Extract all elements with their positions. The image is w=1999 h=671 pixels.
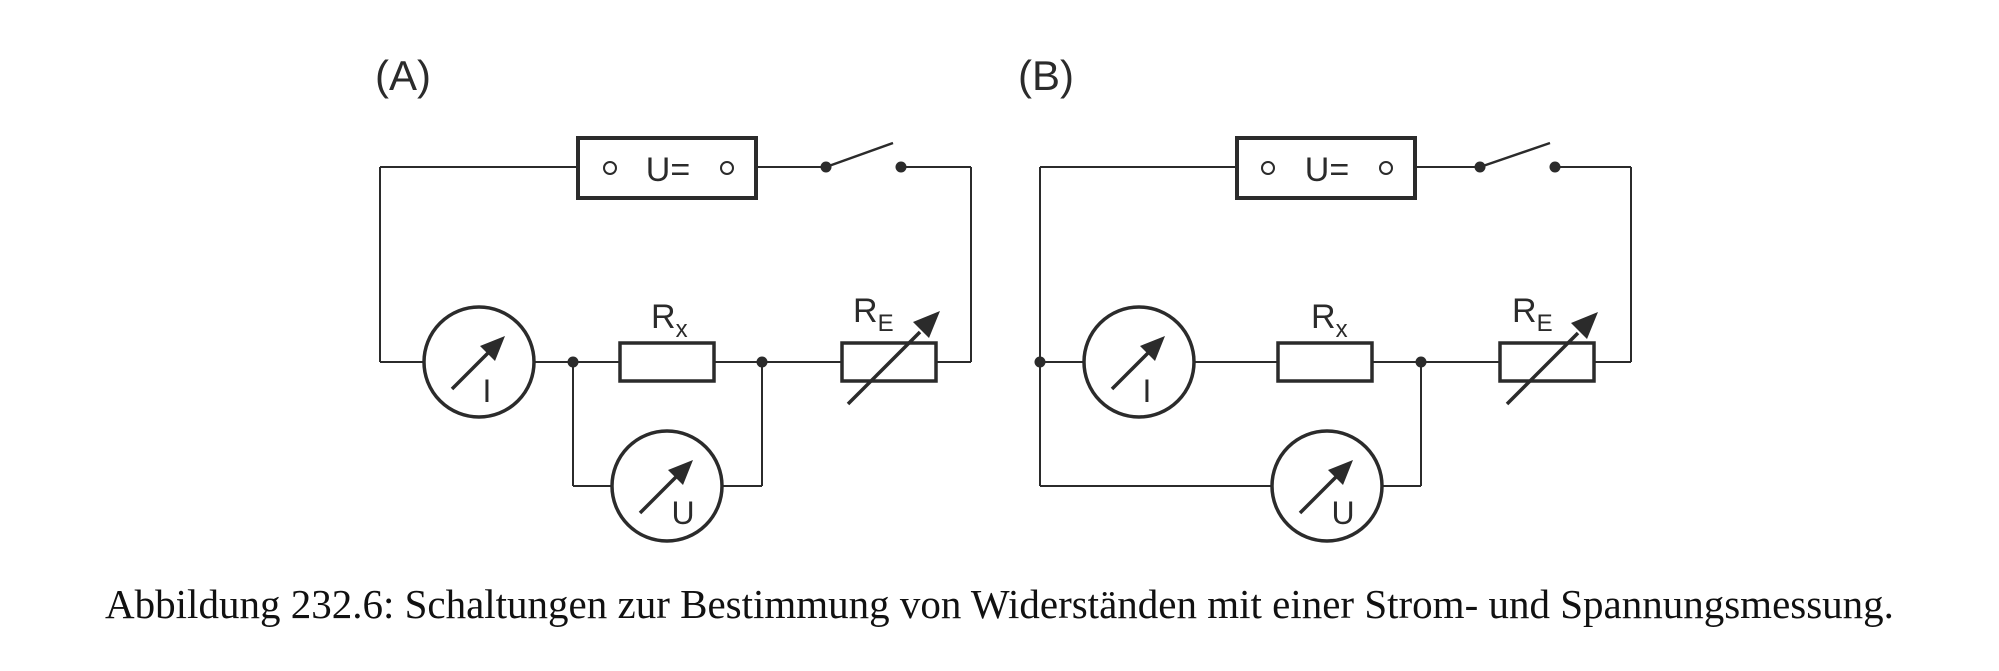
ammeter-b: I	[1082, 305, 1196, 419]
adjust-arrow-icon	[1571, 312, 1598, 339]
voltage-source-a: U=	[576, 136, 758, 200]
wires-a	[379, 166, 972, 487]
resistor-label-a: Rx	[651, 298, 688, 343]
junction-dot	[1415, 356, 1427, 368]
resistor-label-b: Rx	[1311, 298, 1348, 343]
junction-dot	[756, 356, 768, 368]
rheostat-label-b: RE	[1512, 292, 1553, 337]
ammeter-letter-a: I	[483, 373, 492, 409]
adjust-arrow-icon	[913, 311, 940, 338]
needle-arrow-icon	[1140, 336, 1165, 361]
needle-arrow-icon	[1328, 460, 1353, 485]
wires-b	[1039, 166, 1632, 487]
switch-b	[1474, 141, 1561, 173]
figure-caption: Abbildung 232.6: Schaltungen zur Bestimm…	[105, 581, 1894, 627]
resistor-rx-a: Rx	[618, 298, 716, 383]
circuit-b: (B) U=	[1018, 52, 1632, 543]
circuit-a: (A) U=	[375, 52, 972, 543]
rheostat-re-a: RE	[840, 292, 940, 406]
panel-label-b: (B)	[1018, 52, 1074, 99]
terminal-icon	[603, 161, 617, 175]
rheostat-label-a: RE	[853, 292, 894, 337]
source-label-b: U=	[1305, 151, 1349, 189]
voltmeter-letter-a: U	[671, 495, 694, 531]
needle-arrow-icon	[668, 460, 693, 485]
ammeter-letter-b: I	[1143, 373, 1152, 409]
junction-dot	[1034, 356, 1046, 368]
panel-label-a: (A)	[375, 52, 431, 99]
voltmeter-a: U	[610, 429, 724, 543]
rheostat-re-b: RE	[1498, 292, 1598, 406]
terminal-icon	[1261, 161, 1275, 175]
switch-a	[820, 141, 907, 173]
voltage-source-b: U=	[1235, 136, 1417, 200]
voltmeter-b: U	[1270, 429, 1384, 543]
terminal-icon	[1379, 161, 1393, 175]
resistor-rx-b: Rx	[1276, 298, 1374, 383]
terminal-icon	[720, 161, 734, 175]
needle-arrow-icon	[480, 336, 505, 361]
ammeter-a: I	[422, 305, 536, 419]
voltmeter-letter-b: U	[1331, 495, 1354, 531]
source-label-a: U=	[646, 151, 690, 189]
junction-dot	[567, 356, 579, 368]
